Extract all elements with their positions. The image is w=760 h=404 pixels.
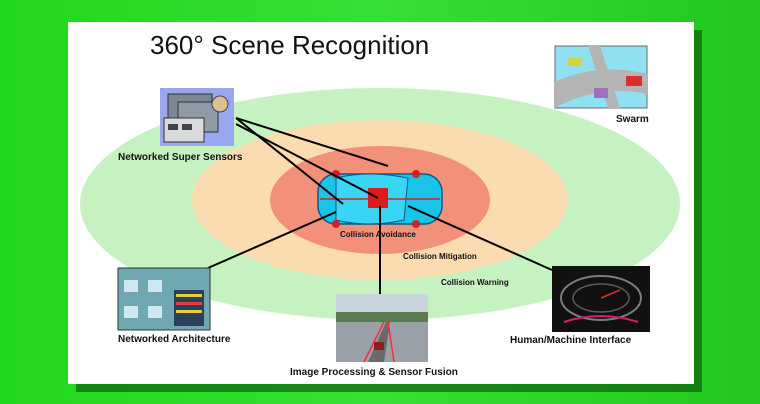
page-title: 360° Scene Recognition bbox=[150, 30, 430, 60]
ring-label-avoidance: Collision Avoidance bbox=[340, 230, 416, 239]
label-image-processing: Image Processing & Sensor Fusion bbox=[290, 367, 458, 378]
architecture-icon bbox=[117, 267, 211, 331]
super-sensors-icon bbox=[160, 88, 234, 146]
connector-lines bbox=[207, 117, 553, 294]
label-swarm: Swarm bbox=[616, 114, 649, 125]
label-architecture: Networked Architecture bbox=[118, 334, 231, 345]
scene-diagram bbox=[80, 45, 680, 363]
image-processing-icon bbox=[336, 294, 428, 363]
swarm-icon bbox=[554, 45, 648, 109]
label-hmi: Human/Machine Interface bbox=[510, 335, 632, 346]
label-super-sensors: Networked Super Sensors bbox=[118, 152, 243, 163]
slide: 360° Scene Recognition Collision Avoidan… bbox=[68, 22, 694, 384]
ring-label-mitigation: Collision Mitigation bbox=[403, 252, 477, 261]
ring-label-warning: Collision Warning bbox=[441, 278, 509, 287]
hmi-icon bbox=[552, 266, 650, 332]
